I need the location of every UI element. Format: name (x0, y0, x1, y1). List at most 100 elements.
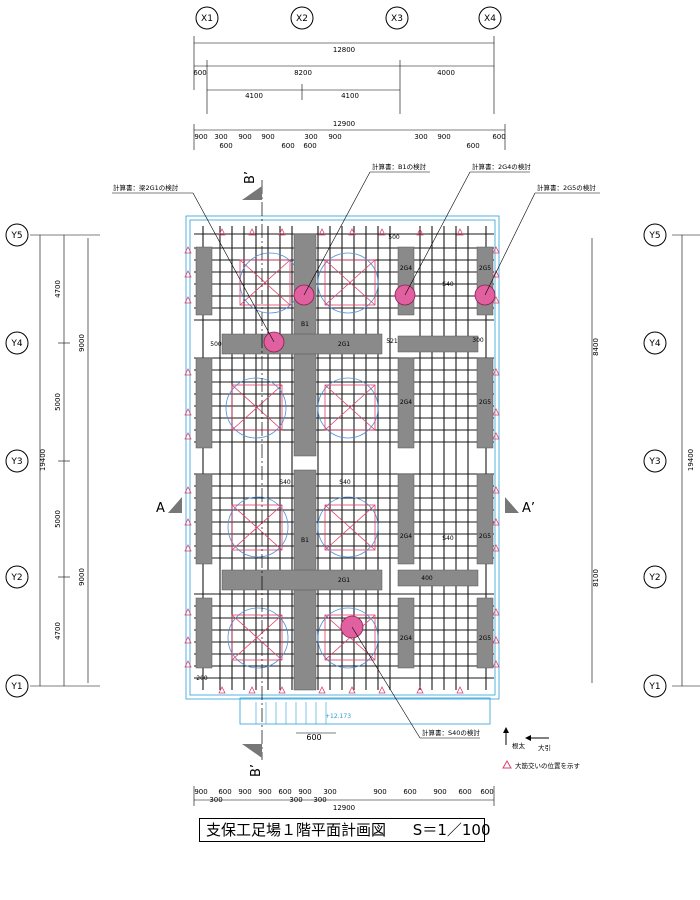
svg-text:S40: S40 (442, 281, 454, 288)
svg-text:900: 900 (433, 788, 446, 796)
svg-text:600: 600 (218, 788, 231, 796)
dim-top-8200: 8200 (294, 69, 312, 77)
svg-text:9000: 9000 (78, 568, 86, 586)
callouts: 計算書：梁2G1の検討 計算書：B1の検討 計算書：2G4の検討 計算書：2G5… (113, 162, 596, 737)
callout-2g4: 計算書：2G4の検討 (472, 162, 531, 171)
section-b-bottom: B’ (249, 764, 264, 777)
svg-text:600: 600 (303, 142, 316, 150)
brace-mark (184, 636, 192, 644)
check-points (263, 284, 496, 639)
callout-2g1: 計算書：梁2G1の検討 (113, 183, 179, 192)
brace-mark (492, 270, 500, 278)
brace-mark (492, 486, 500, 494)
svg-text:4700: 4700 (54, 622, 62, 640)
svg-text:600: 600 (281, 142, 294, 150)
brace-mark (278, 228, 286, 236)
bottom-dimensions (193, 786, 495, 806)
svg-text:900: 900 (258, 788, 271, 796)
brace-mark (492, 432, 500, 440)
svg-text:900: 900 (238, 788, 251, 796)
brace-mark (218, 686, 226, 694)
drawing-scale: S＝1／100 (412, 821, 491, 839)
svg-text:8400: 8400 (592, 338, 600, 356)
brace-mark (416, 686, 424, 694)
brace-mark (184, 270, 192, 278)
brace-mark (416, 228, 424, 236)
svg-text:300: 300 (323, 788, 336, 796)
svg-text:900: 900 (328, 133, 341, 141)
svg-text:300: 300 (304, 133, 317, 141)
svg-text:2G4: 2G4 (400, 265, 412, 272)
svg-text:Y3: Y3 (10, 457, 22, 467)
svg-text:S40: S40 (442, 535, 454, 542)
svg-text:5000: 5000 (54, 393, 62, 411)
svg-text:900: 900 (298, 788, 311, 796)
svg-text:300: 300 (414, 133, 427, 141)
svg-text:600: 600 (458, 788, 471, 796)
scaffold-grid (194, 226, 494, 690)
legend-neda: 根太 (512, 741, 526, 750)
brace-mark (184, 544, 192, 552)
svg-text:19400: 19400 (39, 449, 47, 471)
brace-mark (492, 544, 500, 552)
dim-top-4100a: 4100 (245, 92, 263, 100)
section-a: A (156, 501, 165, 516)
callout-2g5: 計算書：2G5の検討 (537, 183, 596, 192)
svg-text:Y1: Y1 (648, 682, 660, 692)
svg-text:S40: S40 (279, 479, 291, 486)
brace-mark (184, 518, 192, 526)
svg-text:2G4: 2G4 (400, 635, 412, 642)
svg-text:Y5: Y5 (648, 231, 660, 241)
brace-mark (492, 368, 500, 376)
brace-mark (184, 608, 192, 616)
svg-text:900: 900 (194, 133, 207, 141)
brace-mark (184, 408, 192, 416)
svg-text:B1: B1 (301, 321, 309, 328)
dim-overall-top: 12800 (333, 46, 355, 54)
svg-text:19400: 19400 (687, 449, 695, 471)
grid-bubbles-y-right: Y5 Y4 Y3 Y2 Y1 (643, 223, 667, 698)
drawing-title-box: 支保工足場１階平面計画図 S＝1／100 (199, 818, 491, 842)
brace-mark (348, 228, 356, 236)
section-a-prime: A’ (522, 501, 535, 516)
svg-text:500: 500 (210, 341, 222, 348)
dim-top-4100b: 4100 (341, 92, 359, 100)
grid-x2-label: X2 (296, 14, 308, 24)
left-dimensions (30, 234, 100, 687)
svg-text:300: 300 (289, 796, 302, 804)
svg-text:Y3: Y3 (648, 457, 660, 467)
dim-top-4000: 4000 (437, 69, 455, 77)
grid-x3-label: X3 (391, 14, 403, 24)
svg-text:Y2: Y2 (648, 573, 660, 583)
brace-mark (456, 228, 464, 236)
brace-mark (218, 228, 226, 236)
brace-mark (248, 686, 256, 694)
brace-mark (184, 246, 192, 254)
svg-text:2G5: 2G5 (479, 533, 491, 540)
section-b-prime-top: B’ (243, 171, 258, 184)
grid-x1-label: X1 (201, 14, 213, 24)
svg-text:500: 500 (388, 234, 400, 241)
svg-text:900: 900 (373, 788, 386, 796)
brace-mark (492, 660, 500, 668)
svg-text:2G1: 2G1 (338, 341, 350, 348)
brace-mark (492, 296, 500, 304)
svg-text:Y5: Y5 (10, 231, 22, 241)
svg-text:S40: S40 (339, 479, 351, 486)
svg-text:4700: 4700 (54, 280, 62, 298)
drawing-title: 支保工足場１階平面計画図 (206, 821, 387, 839)
svg-text:8100: 8100 (592, 569, 600, 587)
svg-text:300: 300 (214, 133, 227, 141)
brace-mark (492, 518, 500, 526)
brace-mark (248, 228, 256, 236)
brace-frames (225, 252, 379, 669)
callout-s40: 計算書：S40の検討 (422, 728, 480, 737)
grid-bubbles-y-left: Y5 Y4 Y3 Y2 Y1 (5, 223, 29, 698)
svg-text:+12.173: +12.173 (325, 713, 351, 720)
legend-obiki: 大引 (538, 743, 551, 752)
brace-mark (378, 686, 386, 694)
svg-text:300: 300 (209, 796, 222, 804)
callout-b1: 計算書：B1の検討 (372, 162, 427, 171)
brace-mark (348, 686, 356, 694)
